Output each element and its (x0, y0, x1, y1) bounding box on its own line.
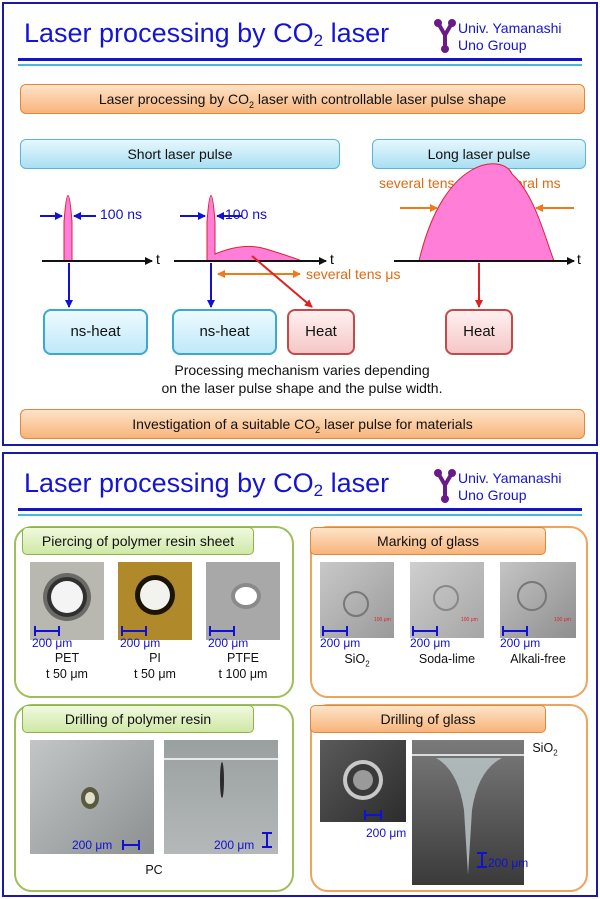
sio2-mark-photo (320, 562, 394, 638)
heat-box-2: Heat (445, 309, 513, 355)
drill-polymer-label: Drilling of polymer resin (22, 705, 254, 733)
piercing-label: Piercing of polymer resin sheet (22, 527, 254, 555)
scale-bar (502, 626, 528, 636)
scale-bar (121, 626, 147, 636)
short-pulse-with-tail (174, 195, 327, 308)
scale-label: 200 μm (120, 636, 161, 650)
scale-label: 200 μm (320, 636, 361, 650)
university-logo-icon (434, 19, 456, 53)
ptfe-photo (206, 562, 280, 640)
long-pulse-label: Long laser pulse (372, 139, 586, 169)
scale-bar (34, 626, 60, 636)
drill-glass-label: Drilling of glass (310, 705, 546, 733)
pc-cross-section-photo (164, 740, 278, 854)
pulse-width-label-1: 100 ns (100, 206, 143, 222)
bottom-title: Laser processing by CO2 laser (24, 468, 390, 500)
scale-label: 200 μm (32, 636, 73, 650)
scale-label: 200 μm (366, 826, 407, 840)
scale-bar-vertical (262, 832, 272, 848)
scale-label: 200 μm (500, 636, 541, 650)
pc-caption: PC (145, 863, 163, 877)
mechanism-note-line2: on the laser pulse shape and the pulse w… (161, 380, 443, 396)
tail-duration-label: several tens μs (306, 266, 401, 282)
alkali-free-mark-photo (500, 562, 576, 638)
short-pulse-label: Short laser pulse (20, 139, 340, 169)
inset-scale-label: 100 μm (374, 617, 391, 623)
title-rule-accent (18, 514, 582, 516)
pulse-width-label-2: 100 ns (225, 206, 268, 222)
scale-label: 200 μm (488, 856, 529, 870)
org-line2: Uno Group (458, 37, 527, 53)
title-rule (18, 508, 582, 511)
university-logo-icon (434, 469, 456, 503)
sio2-material-label: SiO2 (532, 741, 558, 758)
org-line1: Univ. Yamanashi (458, 470, 562, 486)
time-axis-label-1: t (156, 251, 160, 267)
pulse-diagram (40, 163, 575, 308)
scale-bar (209, 626, 235, 636)
long-pulse (394, 163, 575, 308)
sio2-surface-photo (320, 740, 406, 822)
top-title: Laser processing by CO2 laser (24, 18, 390, 50)
scale-label: 200 μm (214, 838, 255, 852)
heat-box-1: Heat (287, 309, 355, 355)
org-line1: Univ. Yamanashi (458, 20, 562, 36)
pi-photo (118, 562, 192, 640)
sio2-cross-section-photo (412, 740, 524, 885)
scale-bar-vertical (477, 852, 487, 868)
alkali-free-caption: Alkali-free (510, 652, 566, 666)
org-line2: Uno Group (458, 487, 527, 503)
soda-lime-caption: Soda-lime (418, 652, 476, 666)
title-rule-accent (18, 64, 582, 66)
scale-bar (364, 810, 382, 820)
scale-label: 200 μm (72, 838, 113, 852)
sio2-caption: SiO2 (344, 652, 370, 669)
mechanism-note-line1: Processing mechanism varies depending (174, 362, 430, 378)
scale-label: 200 μm (410, 636, 451, 650)
time-axis-label-3: t (577, 251, 581, 267)
scale-bar (122, 840, 140, 850)
banner-controllable-pulse: Laser processing by CO2 laser with contr… (20, 84, 585, 114)
scale-bar (412, 626, 438, 636)
ns-heat-box-1: ns-heat (43, 309, 148, 355)
soda-lime-mark-photo (410, 562, 484, 638)
short-pulse-1 (40, 195, 153, 308)
ns-heat-box-2: ns-heat (172, 309, 277, 355)
scale-bar (322, 626, 348, 636)
pc-surface-photo (30, 740, 154, 854)
banner-investigation: Investigation of a suitable CO2 laser pu… (20, 409, 585, 439)
top-panel: Laser processing by CO2 laser Univ. Yama… (2, 2, 598, 446)
time-axis-label-2: t (330, 251, 334, 267)
bottom-panel: Laser processing by CO2 laser Univ. Yama… (2, 452, 598, 897)
pet-photo (30, 562, 104, 640)
inset-scale-label: 100 μm (554, 617, 571, 623)
marking-label: Marking of glass (310, 527, 546, 555)
inset-scale-label: 100 μm (461, 617, 478, 623)
title-rule (18, 58, 582, 61)
scale-label: 200 μm (208, 636, 249, 650)
